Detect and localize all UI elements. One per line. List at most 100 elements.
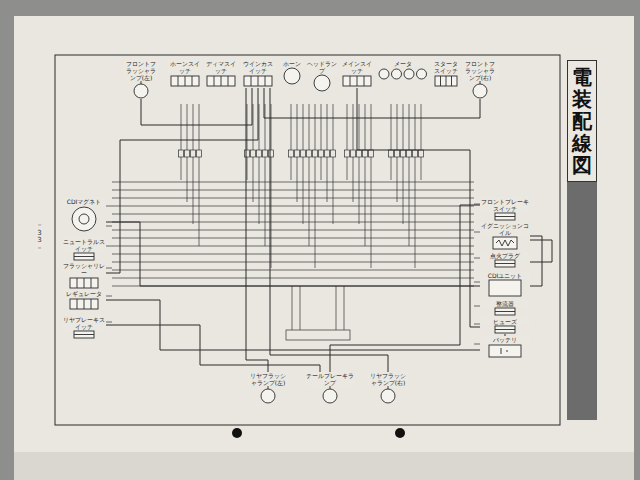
- part-symbol: [480, 279, 530, 297]
- part-symbol: [204, 74, 238, 88]
- wire: [415, 157, 416, 268]
- wire: [291, 104, 292, 150]
- connector-pin: [301, 150, 306, 157]
- lamp-lead: [480, 81, 481, 84]
- wire: [333, 104, 334, 150]
- part-label: CDIユニット: [480, 272, 530, 279]
- binder-hole: [395, 428, 405, 438]
- page-binding: [14, 452, 634, 480]
- wire: [415, 104, 416, 150]
- title-box: 電装配線図: [567, 60, 597, 182]
- part-label: フロントフラッシャランプ(左): [124, 60, 158, 81]
- part-symbol: [340, 74, 374, 88]
- battery-plate: [501, 348, 502, 354]
- round-symbol: [314, 75, 330, 91]
- lamp-lead: [388, 386, 389, 389]
- wire: [112, 270, 474, 271]
- switch-grid: [228, 76, 229, 86]
- small-part-symbol: [495, 326, 515, 333]
- fuse-node: ヒューズ: [480, 318, 530, 334]
- small-part-symbol: [495, 213, 515, 220]
- part-symbol: [480, 343, 530, 359]
- switch-grid: [84, 299, 85, 309]
- connector-pin: [289, 150, 294, 157]
- connector-pin: [295, 150, 300, 157]
- part-label: 点火プラグ: [480, 252, 530, 259]
- part-label: フロントブレーキスイッチ: [480, 198, 530, 212]
- switch-grid: [265, 76, 266, 86]
- connector-pin: [369, 150, 374, 157]
- indicator-symbol: [379, 69, 389, 79]
- switch-grid: [451, 76, 452, 86]
- switch-grid: [77, 278, 78, 288]
- part-symbol: [168, 74, 202, 88]
- coil-symbol: [493, 237, 517, 249]
- wire: [112, 214, 474, 215]
- switch-grid: [446, 76, 447, 86]
- part-symbol: [240, 74, 276, 88]
- wire: [391, 157, 392, 180]
- connector-pin: [191, 150, 196, 157]
- part-symbol: [248, 386, 288, 404]
- wire: [253, 157, 254, 202]
- part-symbol: [480, 212, 530, 221]
- wire: [300, 286, 301, 330]
- wire: [112, 190, 474, 191]
- wire: [297, 157, 298, 202]
- round-symbol: [284, 68, 300, 84]
- wire-stub: [106, 246, 112, 247]
- wire: [321, 104, 322, 150]
- unit-node: CDIユニット: [480, 272, 530, 297]
- lamp-node: フロントフラッシャランプ(左): [124, 60, 158, 99]
- wire: [336, 286, 337, 330]
- wire: [397, 104, 398, 150]
- part-label: ウインカスイッチ: [240, 60, 276, 74]
- wire-connector: [530, 236, 542, 286]
- relay-node: フラッシャリレー: [62, 262, 106, 290]
- switch-node: スタータスイッチ: [432, 60, 460, 88]
- wire-connector: [246, 88, 268, 372]
- part-symbol: [62, 330, 106, 339]
- connector-pin: [401, 150, 406, 157]
- wire: [199, 104, 200, 150]
- switch-symbol: [244, 76, 272, 86]
- part-label: リヤブレーキスイッチ: [62, 316, 106, 330]
- wire: [265, 157, 266, 246]
- wire-connector: [106, 222, 480, 286]
- part-symbol: [62, 252, 106, 261]
- wire: [259, 104, 260, 150]
- connector-pin: [351, 150, 356, 157]
- wire: [112, 182, 474, 183]
- part-label: スタータスイッチ: [432, 60, 460, 74]
- wire: [247, 157, 248, 180]
- switch-symbol: [207, 76, 235, 86]
- wire: [365, 157, 366, 246]
- part-label: イグニッションコイル: [480, 222, 530, 236]
- frame-border: [55, 55, 560, 425]
- magneto-rotor: [79, 214, 89, 224]
- indicator-symbol: [404, 69, 414, 79]
- wire-connector: [141, 88, 252, 125]
- battery-symbol: [489, 345, 521, 357]
- wire: [265, 104, 266, 150]
- small-part-line: [74, 334, 94, 335]
- wire: [371, 157, 372, 268]
- wire-stub: [106, 296, 112, 297]
- page-sheet: [14, 16, 634, 462]
- lamp-symbol: [261, 389, 275, 403]
- connector-pin: [389, 150, 394, 157]
- part-symbol: [62, 205, 106, 233]
- wire: [315, 104, 316, 150]
- switch-grid: [440, 76, 441, 86]
- wire: [303, 104, 304, 150]
- part-label: リヤフラッシャランプ(左): [248, 372, 288, 386]
- switch-node: ウインカスイッチ: [240, 60, 276, 88]
- wire-stub: [106, 268, 112, 269]
- wire: [327, 104, 328, 150]
- wire-stub: [474, 282, 480, 283]
- part-symbol: [480, 236, 530, 250]
- part-label: テールブレーキランプ: [305, 372, 355, 386]
- part-symbol: [462, 81, 498, 99]
- wire-stub: [106, 226, 112, 227]
- side-band: [567, 176, 597, 420]
